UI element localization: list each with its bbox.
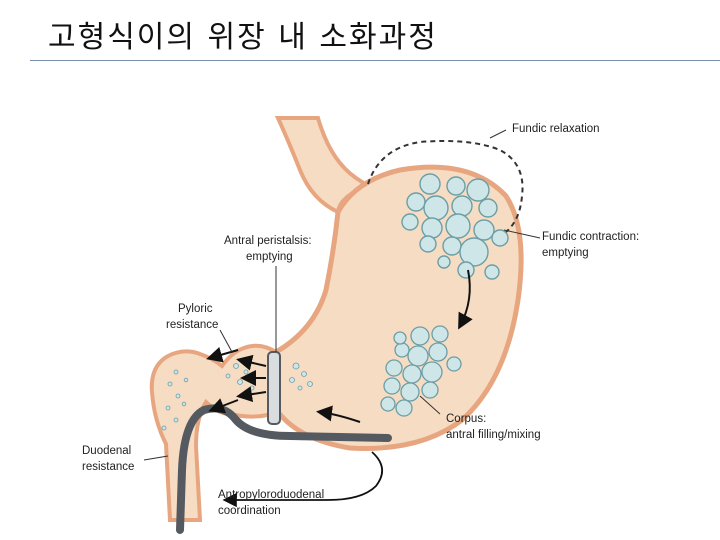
label-pyloric-2: resistance [166, 319, 218, 331]
label-corpus-1: Corpus: [446, 413, 486, 425]
label-antropyloro-2: coordination [218, 505, 281, 517]
label-fundic-contraction-2: emptying [542, 247, 589, 259]
label-antral-peristalsis-2: emptying [246, 251, 293, 263]
pyloric-ring [268, 352, 280, 424]
label-antral-peristalsis-1: Antral peristalsis: [224, 235, 312, 247]
label-fundic-relaxation: Fundic relaxation [512, 123, 600, 135]
label-corpus-2: antral filling/mixing [446, 429, 541, 441]
label-pyloric-1: Pyloric [178, 303, 213, 315]
label-fundic-contraction-1: Fundic contraction: [542, 231, 639, 243]
label-duodenal-1: Duodenal [82, 445, 131, 457]
label-duodenal-2: resistance [82, 461, 134, 473]
label-antropyloro-1: Antropyloroduodenal [218, 489, 324, 501]
